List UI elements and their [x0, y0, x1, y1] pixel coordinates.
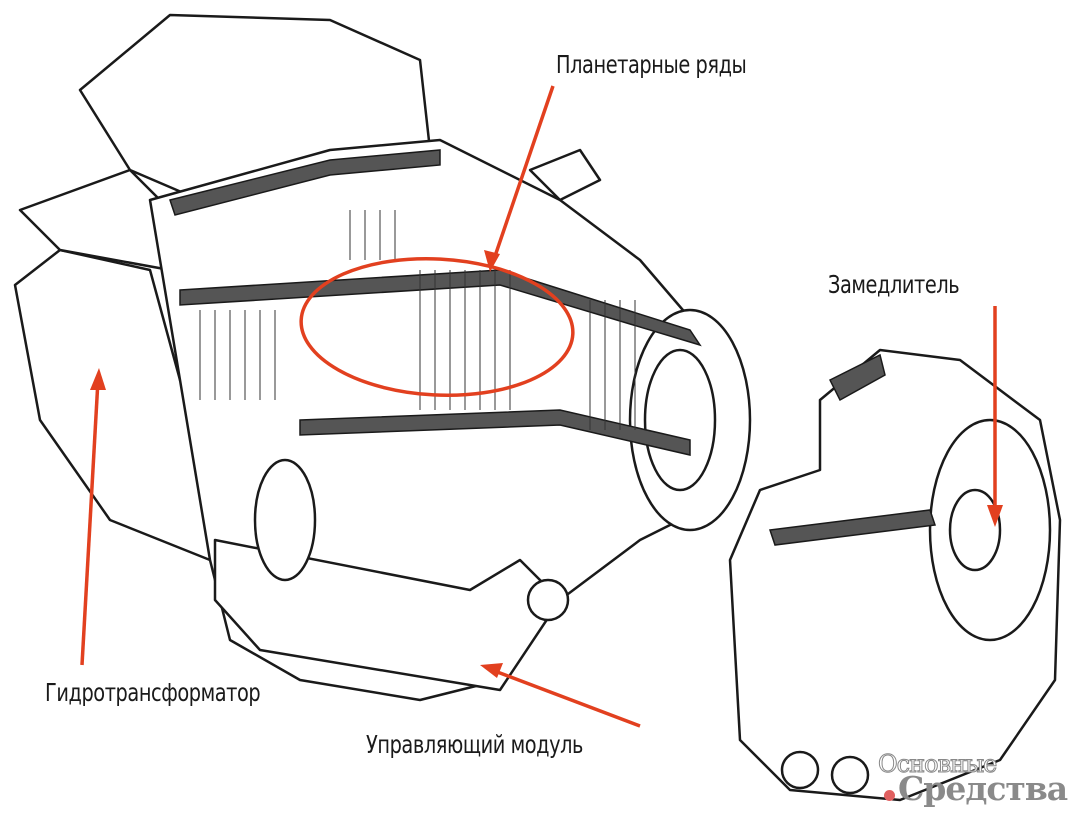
retarder-section — [768, 353, 937, 546]
watermark-line2: Средства — [898, 769, 1068, 808]
main-transmission-drawing — [13, 13, 752, 702]
control-module-arrow — [491, 668, 641, 728]
gear-hatching — [199, 210, 636, 430]
label-torque-converter: Гидротрансформатор — [45, 678, 261, 707]
label-control-module: Управляющий модуль — [366, 730, 584, 759]
torque-converter-arrow — [80, 379, 100, 666]
label-retarder: Замедлитель — [828, 270, 960, 299]
planetary-arrow — [491, 85, 555, 263]
label-planetary-gears: Планетарные ряды — [556, 50, 747, 79]
watermark-logo: Основные Средства — [877, 750, 1068, 808]
watermark-line1: Основные — [877, 750, 997, 778]
annotations — [80, 85, 997, 728]
watermark-dot — [884, 790, 895, 801]
retarder-drawing — [728, 348, 1062, 802]
arrowheads — [90, 250, 1003, 678]
planetary-highlight-ellipse — [299, 256, 575, 398]
